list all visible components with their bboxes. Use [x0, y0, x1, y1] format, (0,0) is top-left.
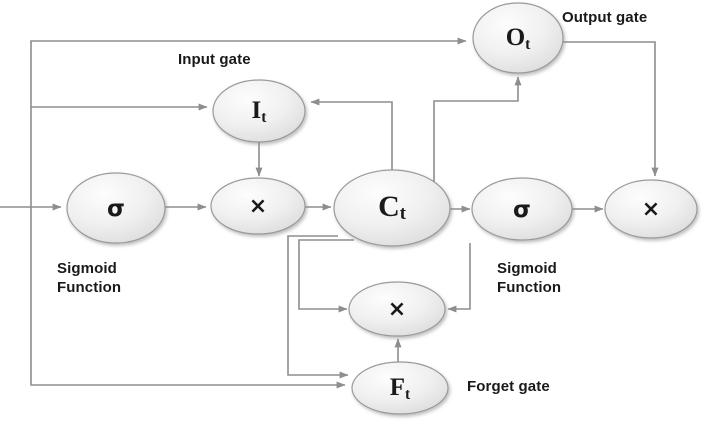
sigmoid_right_label: Sigmoid Function: [497, 260, 562, 296]
node-subscript-forget_gate: t: [405, 386, 411, 403]
node-shape-cell_state: [333, 169, 451, 247]
node-label-mult_input: ×: [249, 194, 267, 219]
input_gate_label: Input gate: [178, 51, 251, 68]
node-mult_forget[interactable]: ×: [348, 281, 446, 337]
node-label-sigmoid_left: σ: [107, 196, 125, 222]
node-cell_state[interactable]: Ct: [333, 169, 451, 247]
edge-bus-top-riser: [30, 37, 467, 207]
node-sigmoid_right[interactable]: σ: [471, 177, 573, 241]
node-label-cell_state: Ct: [378, 190, 407, 224]
edge-cell-state-to-input-gate: [310, 98, 393, 171]
edge-bus-to-forget-gate: [30, 207, 346, 389]
node-shape-mult_input: [210, 177, 306, 235]
forget_gate_label: Forget gate: [467, 378, 550, 395]
node-subscript-input_gate: t: [261, 109, 267, 126]
node-shape-mult_forget: [348, 281, 446, 337]
output_gate_label: Output gate: [562, 9, 648, 26]
node-subscript-cell_state: t: [400, 203, 407, 224]
node-shape-forget_gate: [351, 361, 449, 415]
node-sigmoid_left[interactable]: σ: [66, 172, 166, 244]
edge-output-gate-to-mult: [563, 41, 659, 177]
node-shape-sigmoid_left: [66, 172, 166, 244]
node-shape-mult_output: [604, 179, 698, 239]
node-label-mult_forget: ×: [388, 297, 406, 322]
node-label-forget_gate: Ft: [390, 374, 411, 403]
node-output_gate[interactable]: Ot: [472, 2, 564, 74]
node-label-output_gate: Ot: [506, 24, 531, 53]
edge-cell-state-loop-outer: [287, 235, 349, 379]
node-mult_output[interactable]: ×: [604, 179, 698, 239]
sigmoid_left_label: Sigmoid Function: [57, 260, 122, 296]
node-label-mult_output: ×: [642, 197, 660, 222]
node-label-sigmoid_right: σ: [513, 197, 531, 223]
node-shape-output_gate: [472, 2, 564, 74]
node-forget_gate[interactable]: Ft: [351, 361, 449, 415]
node-shape-input_gate: [212, 79, 306, 143]
edge-cell-state-to-output-gate: [433, 76, 522, 192]
node-shape-sigmoid_right: [471, 177, 573, 241]
node-input_gate[interactable]: It: [212, 79, 306, 143]
edge-cell-state-to-mult-forget: [447, 243, 471, 313]
edge-cell-state-loop-left: [298, 239, 354, 313]
node-label-input_gate: It: [252, 97, 268, 126]
node-mult_input[interactable]: ×: [210, 177, 306, 235]
edge-group: [0, 37, 659, 389]
node-subscript-output_gate: t: [525, 36, 531, 53]
